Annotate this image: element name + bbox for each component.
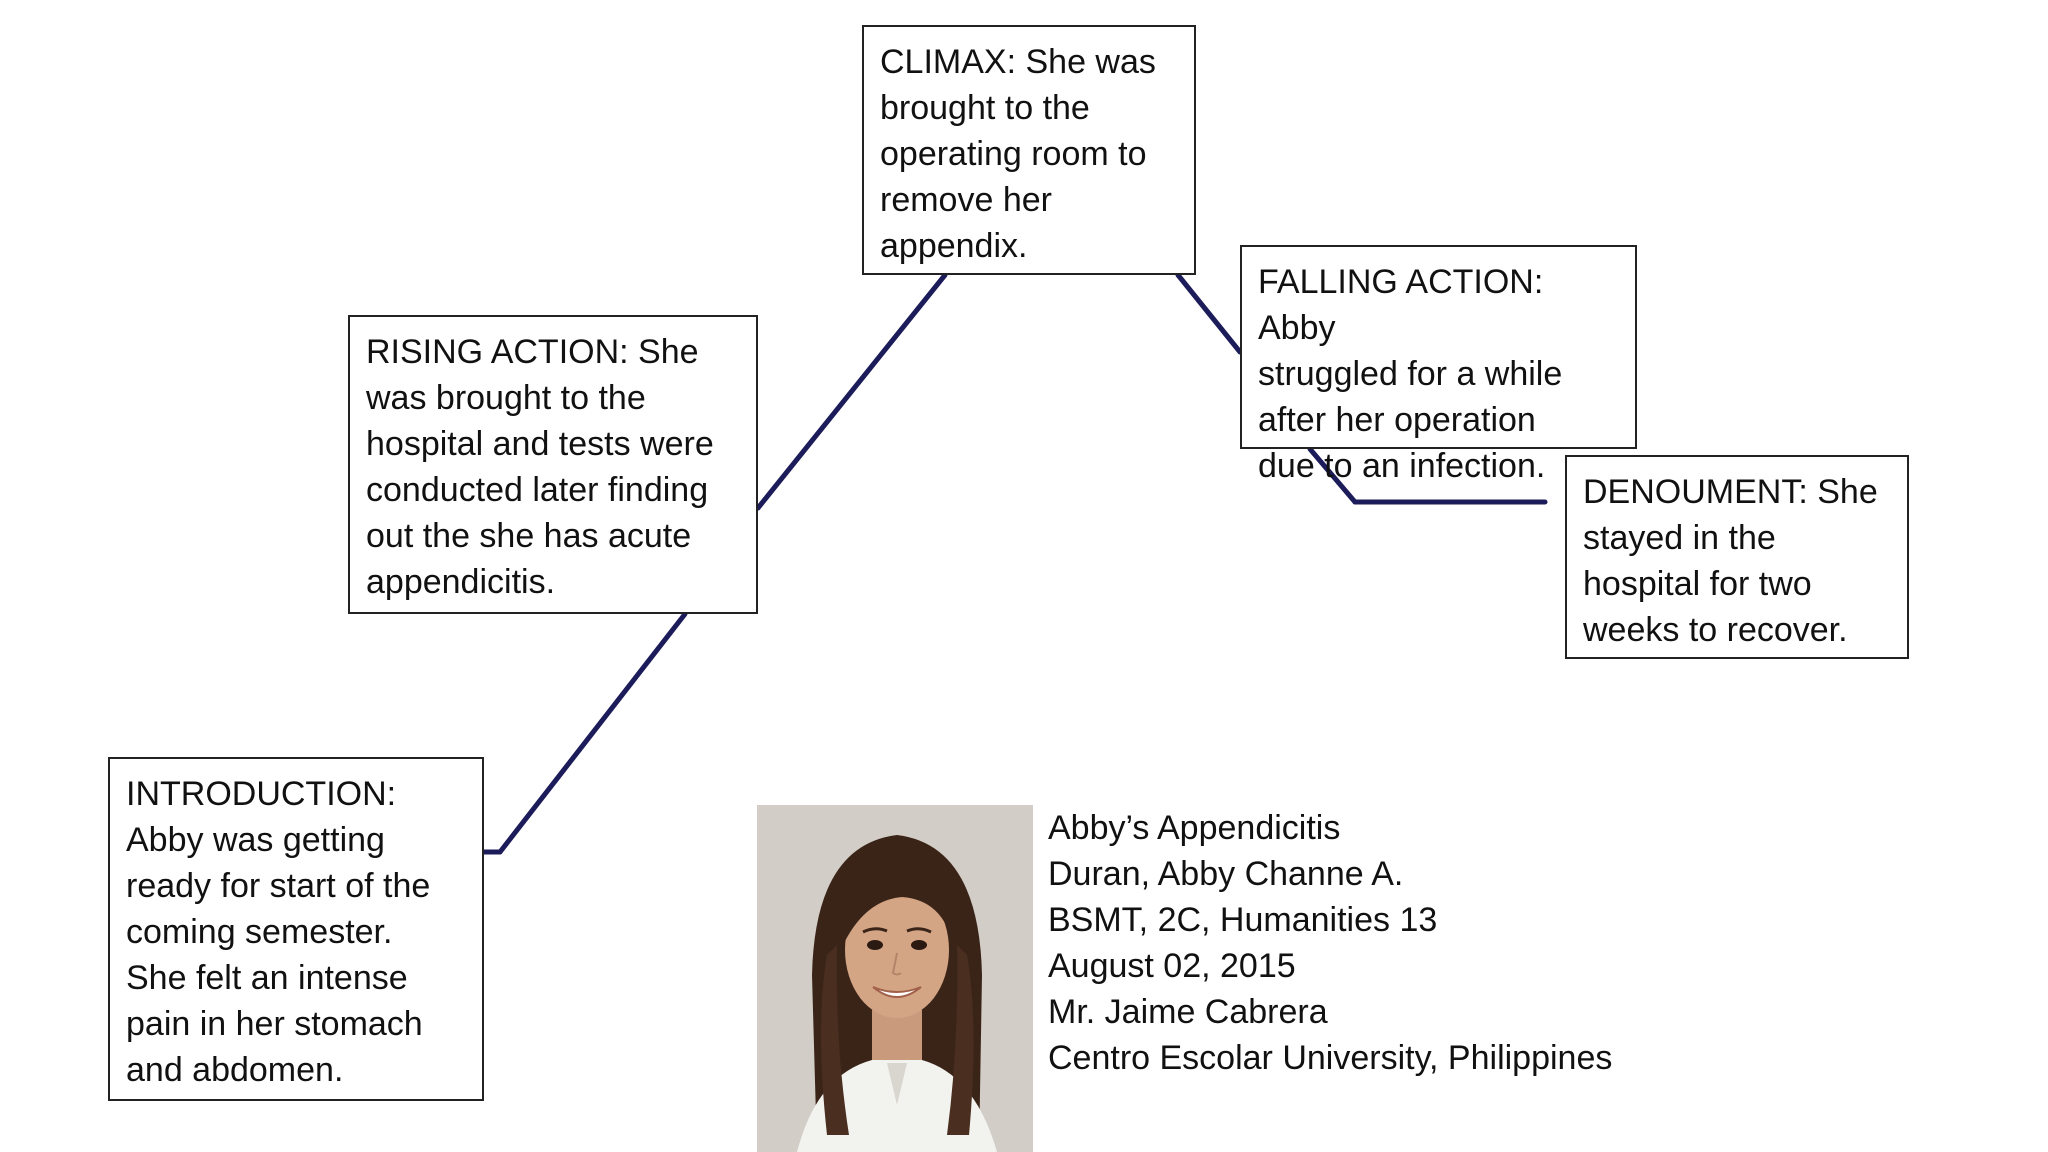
climax-box: CLIMAX: She was brought to the operating… (862, 25, 1196, 275)
introduction-box: INTRODUCTION: Abby was getting ready for… (108, 757, 484, 1101)
plot-line-rise-upper (755, 272, 948, 511)
student-name: Duran, Abby Channe A. (1048, 855, 1404, 893)
school-name: Centro Escolar University, Philippines (1048, 1039, 1613, 1077)
falling-action-box: FALLING ACTION: Abby struggled for a whi… (1240, 245, 1637, 485)
denouement-box: DENOUMENT: She stayed in the hospital fo… (1565, 455, 1909, 659)
date: August 02, 2015 (1048, 947, 1296, 985)
plot-line-fall-lower (1307, 446, 1358, 505)
plot-line-rise-lower (497, 611, 688, 855)
student-photo (757, 805, 1033, 1152)
plot-line-fall-upper (1175, 272, 1243, 355)
rising-action-box: RISING ACTION: She was brought to the ho… (348, 315, 758, 614)
teacher-name: Mr. Jaime Cabrera (1048, 993, 1328, 1031)
course-section: BSMT, 2C, Humanities 13 (1048, 901, 1438, 939)
story-title: Abby’s Appendicitis (1048, 809, 1341, 847)
student-info: Abby’s Appendicitis Duran, Abby Channe A… (1048, 805, 1948, 1081)
